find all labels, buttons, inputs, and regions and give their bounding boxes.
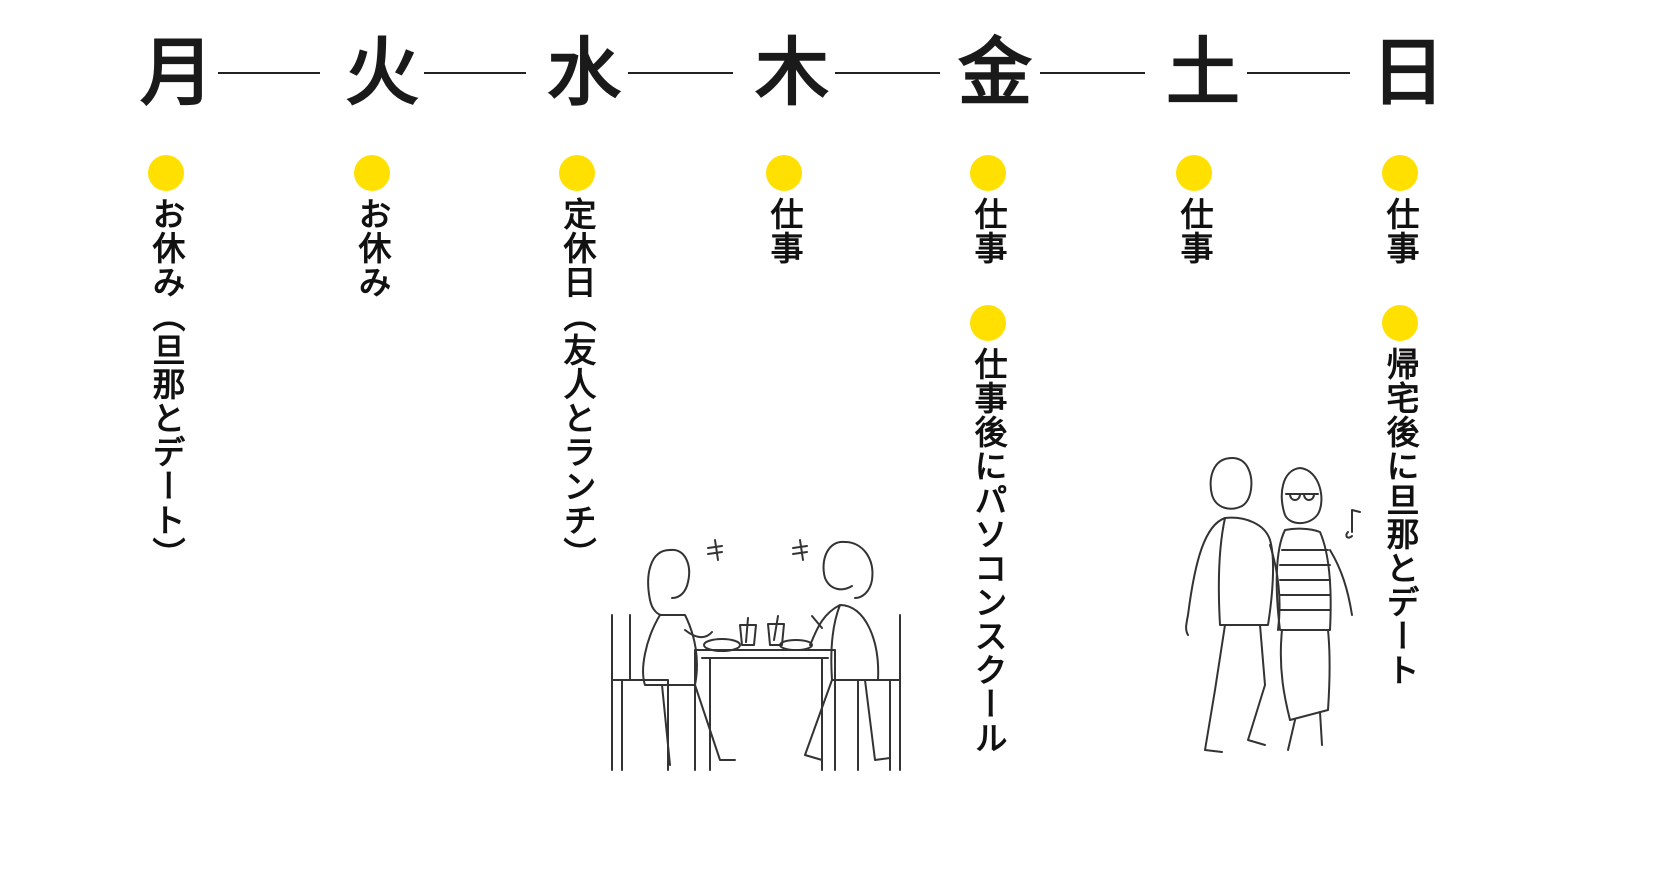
day-label-tue: 火 (345, 30, 419, 116)
bullet-dot (1382, 305, 1418, 341)
bullet-dot (970, 305, 1006, 341)
day-label-sat: 土 (1166, 30, 1240, 116)
schedule-entry: 仕事 (762, 155, 806, 265)
connector-line (424, 72, 526, 74)
schedule-column-mon: お休み（旦那とデート） (144, 155, 188, 571)
entry-text: 仕事 (1175, 197, 1214, 265)
day-label-mon: 月 (140, 30, 214, 116)
connector-line (1040, 72, 1145, 74)
bullet-dot (1382, 155, 1418, 191)
connector-line (218, 72, 320, 74)
connector-line (628, 72, 733, 74)
bullet-dot (1176, 155, 1212, 191)
illustration-friends-lunch (611, 539, 901, 771)
schedule-entry: 仕事 (1378, 155, 1422, 265)
entry-text: 仕事 (765, 197, 804, 265)
entry-text: お休み（旦那とデート） (147, 197, 186, 571)
entry-text: 仕事 (1381, 197, 1420, 265)
bullet-dot (148, 155, 184, 191)
bullet-dot (354, 155, 390, 191)
bullet-dot (559, 155, 595, 191)
day-label-fri: 金 (958, 30, 1032, 116)
day-label-sun: 日 (1371, 30, 1445, 116)
connector-line (835, 72, 940, 74)
schedule-column-tue: お休み (350, 155, 394, 299)
schedule-entry: 仕事 (1172, 155, 1216, 265)
schedule-column-fri: 仕事 仕事後にパソコンスクール (966, 155, 1010, 755)
schedule-column-wed: 定休日（友人とランチ） (555, 155, 599, 571)
entry-text: お休み (353, 197, 392, 299)
illustration-couple-walking (1185, 457, 1361, 753)
entry-text: 帰宅後に旦那とデート (1381, 347, 1420, 687)
schedule-column-sat: 仕事 (1172, 155, 1216, 265)
connector-line (1247, 72, 1350, 74)
schedule-entry: 定休日（友人とランチ） (555, 155, 599, 571)
schedule-entry: お休み (350, 155, 394, 299)
schedule-entry: 仕事 (966, 155, 1010, 265)
entry-text: 仕事 (969, 197, 1008, 265)
schedule-entry: 仕事後にパソコンスクール (966, 305, 1010, 755)
schedule-column-thu: 仕事 (762, 155, 806, 265)
day-label-wed: 水 (547, 30, 621, 116)
schedule-entry: 帰宅後に旦那とデート (1378, 305, 1422, 687)
bullet-dot (970, 155, 1006, 191)
entry-text: 仕事後にパソコンスクール (969, 347, 1008, 755)
bullet-dot (766, 155, 802, 191)
schedule-column-sun: 仕事 帰宅後に旦那とデート (1378, 155, 1422, 687)
entry-text: 定休日（友人とランチ） (558, 197, 597, 571)
schedule-entry: お休み（旦那とデート） (144, 155, 188, 571)
day-label-thu: 木 (755, 30, 829, 116)
